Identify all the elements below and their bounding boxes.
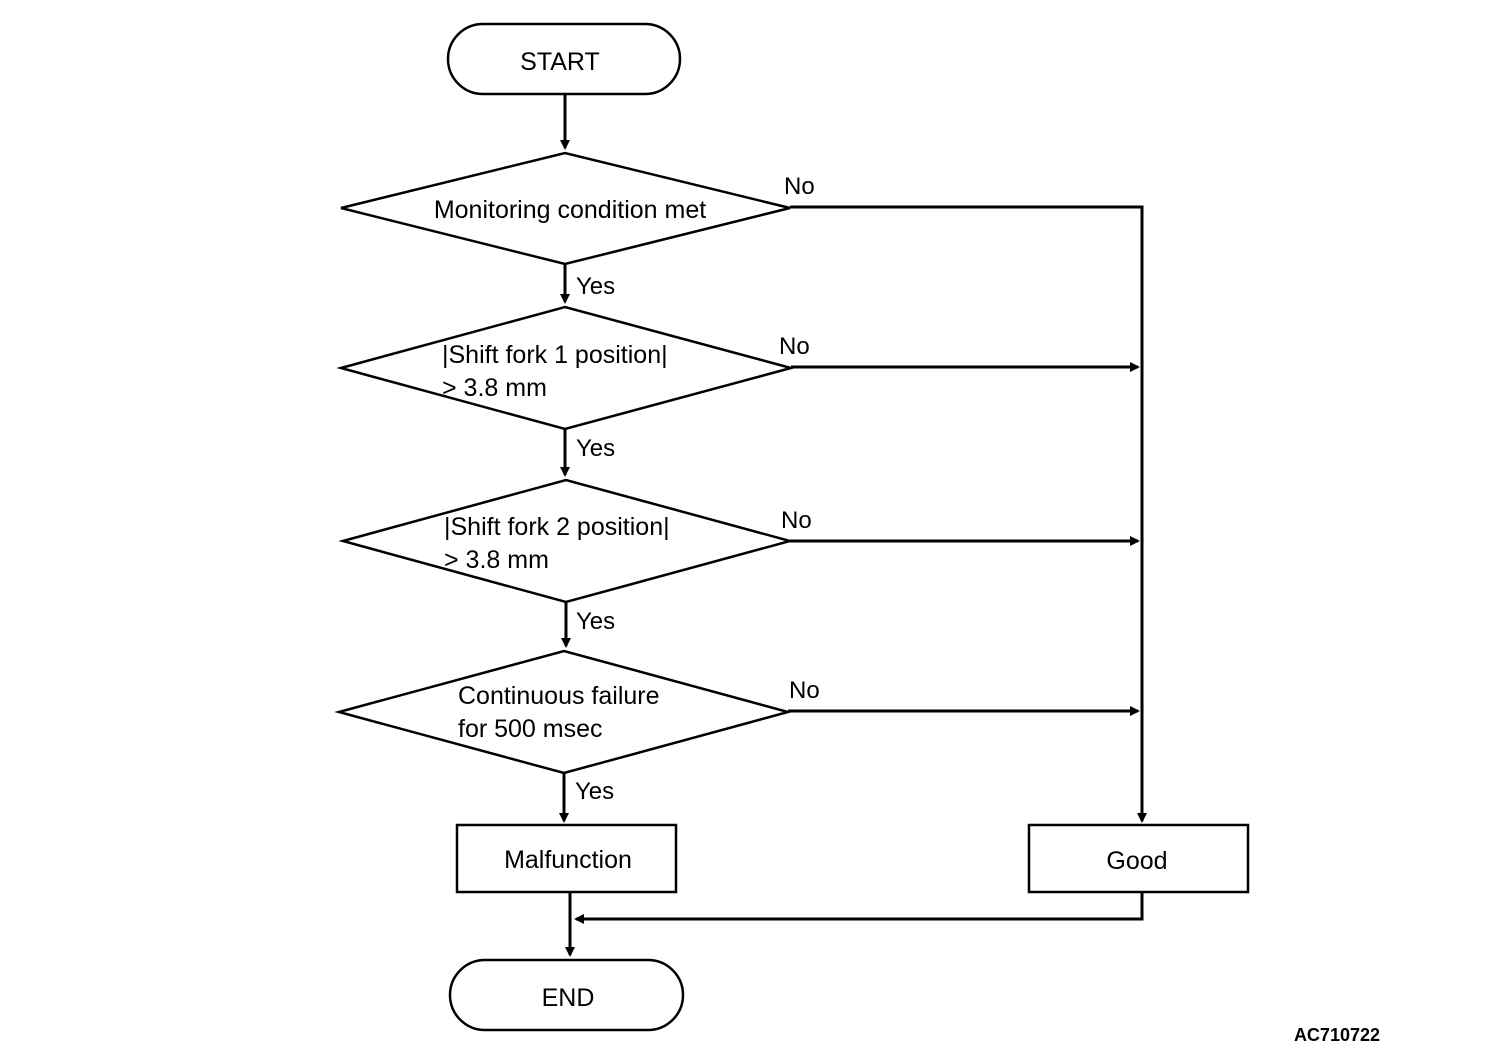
edge-label-no-1: No [784,173,815,200]
start-node: START [446,22,682,96]
edge-label-no-2: No [779,333,810,360]
decision-continuous-failure: Continuous failure for 500 msec [334,649,793,775]
decision-shift-fork-1-line1: |Shift fork 1 position| [442,341,668,369]
end-label: END [542,984,595,1012]
edge-label-yes-3: Yes [576,608,615,635]
decision-shift-fork-2: |Shift fork 2 position| > 3.8 mm [338,478,795,604]
edge-label-yes-2: Yes [576,435,615,462]
decision-shift-fork-2-line1: |Shift fork 2 position| [444,513,670,541]
good-label: Good [1106,847,1167,875]
edge-good-merge [574,892,1144,924]
edge-label-yes-4: Yes [575,778,614,805]
decision-monitoring-condition-label: Monitoring condition met [434,196,706,224]
decision-shift-fork-2-line2: > 3.8 mm [444,546,549,574]
edge-label-yes-1: Yes [576,273,615,300]
malfunction-label: Malfunction [504,846,632,874]
start-label: START [520,48,600,76]
edge-label-no-3: No [781,507,812,534]
edge-no-trunk-to-good [790,205,1147,823]
end-node: END [448,958,685,1032]
decision-continuous-failure-line1: Continuous failure [458,682,660,710]
edge-label-no-4: No [789,677,820,704]
decision-shift-fork-1-line2: > 3.8 mm [442,374,547,402]
decision-shift-fork-1: |Shift fork 1 position| > 3.8 mm [336,305,796,431]
decision-continuous-failure-line2: for 500 msec [458,715,603,743]
malfunction-node: Malfunction [455,823,678,894]
good-node: Good [1027,823,1250,894]
figure-code: AC710722 [1294,1025,1380,1045]
decision-monitoring-condition: Monitoring condition met [340,151,791,266]
